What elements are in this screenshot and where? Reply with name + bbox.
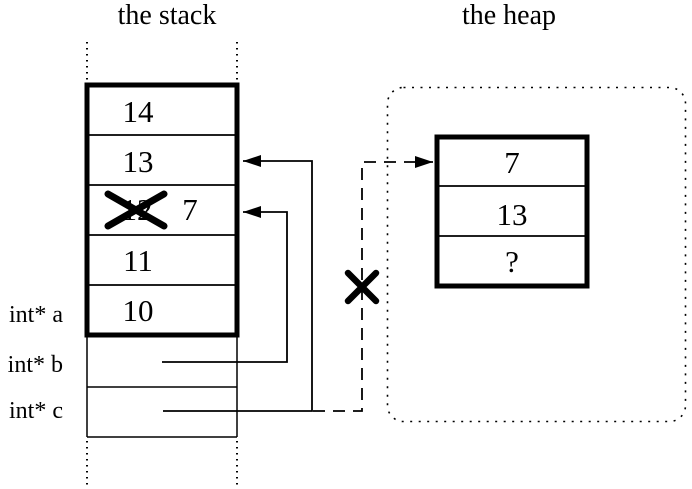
pointer-label-a: int* a xyxy=(9,302,63,328)
stack-frame-box xyxy=(84,82,240,338)
pointer-b-arrow xyxy=(162,206,288,363)
stack-dotted-boundary-top xyxy=(86,42,238,80)
stack-cell-value-11: 11 xyxy=(123,243,153,278)
stack-cell-dividers xyxy=(87,134,237,286)
dangling-pointer-dashed-arrow xyxy=(313,156,433,412)
stack-cell-value-14: 14 xyxy=(123,94,155,129)
heap-cell-value-13: 13 xyxy=(497,197,528,232)
pointer-label-c: int* c xyxy=(9,398,63,424)
heap-cell-value-question: ? xyxy=(505,244,519,279)
heap-cell-value-7: 7 xyxy=(504,145,520,180)
heap-cell-dividers xyxy=(437,185,587,237)
stack-cell-value-13: 13 xyxy=(123,144,154,179)
stack-title: the stack xyxy=(118,0,217,31)
invalid-pointer-x-icon xyxy=(344,269,380,305)
heap-title: the heap xyxy=(462,0,556,31)
heap-block-box xyxy=(434,134,590,289)
stack-cell-replacement-value-7: 7 xyxy=(182,192,198,227)
cross-out-x-icon xyxy=(104,190,168,230)
pointer-variable-cells xyxy=(86,337,238,438)
pointer-c-arrow xyxy=(163,155,313,412)
pointer-label-b: int* b xyxy=(8,352,63,378)
stack-cell-value-10: 10 xyxy=(123,293,154,328)
